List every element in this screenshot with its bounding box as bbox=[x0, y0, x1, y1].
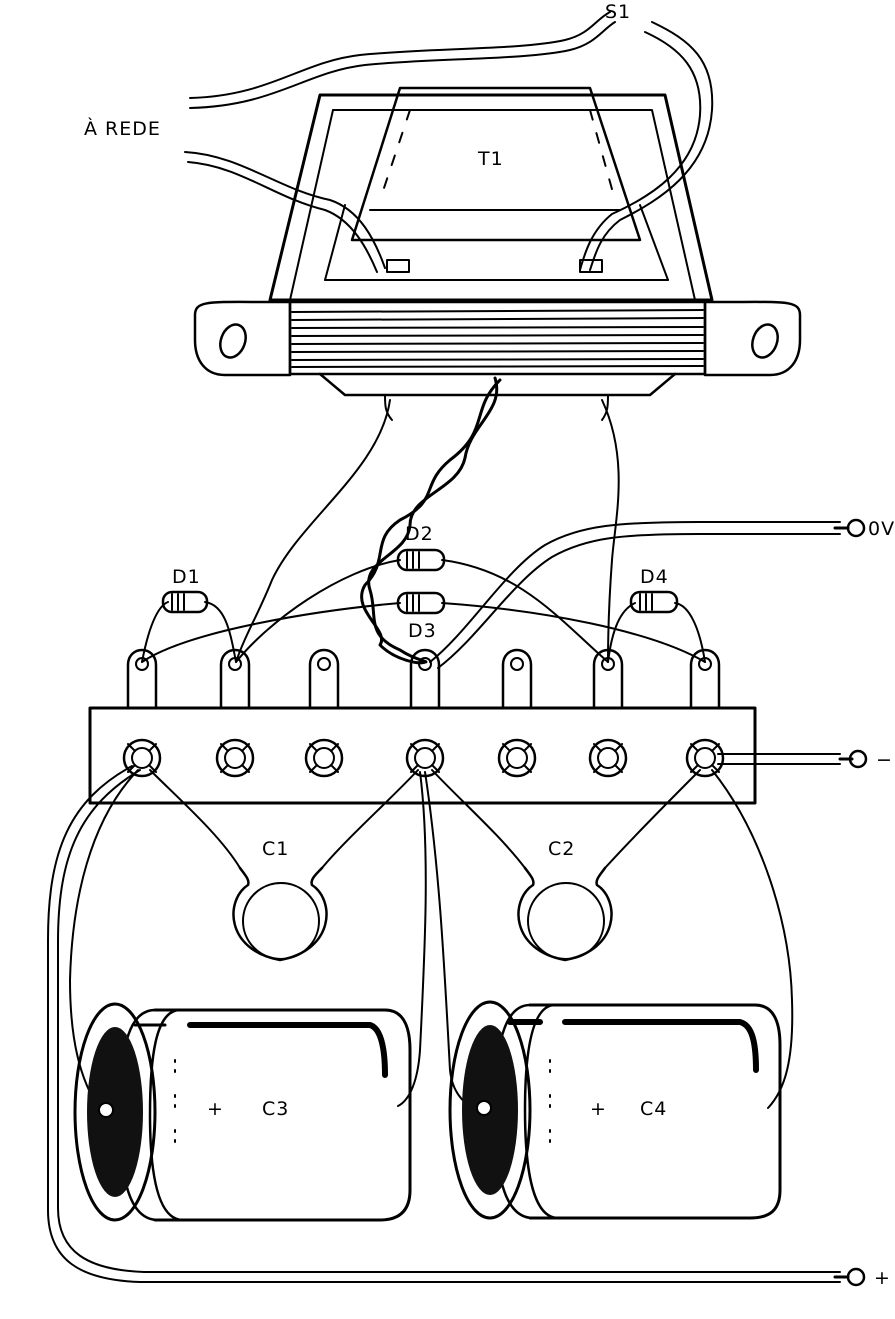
label-c1: C1 bbox=[262, 838, 289, 860]
label-positive: + bbox=[874, 1267, 891, 1289]
lug-7 bbox=[689, 648, 721, 710]
lamination-stack bbox=[291, 309, 704, 368]
diode-d3: D3 bbox=[396, 591, 446, 642]
label-c2: C2 bbox=[548, 838, 575, 860]
c3-polarity-mark: + bbox=[207, 1098, 224, 1120]
transformer-t1: T1 bbox=[193, 86, 802, 421]
capacitor-c3: + C3 bbox=[73, 1002, 412, 1222]
label-c3: C3 bbox=[262, 1098, 289, 1120]
label-s1: S1 bbox=[605, 1, 631, 23]
terminal-strip bbox=[88, 706, 757, 805]
label-negative: − bbox=[876, 749, 893, 771]
c4-polarity-mark: + bbox=[590, 1098, 607, 1120]
label-mains: À REDE bbox=[84, 117, 161, 140]
label-t1: T1 bbox=[477, 148, 504, 170]
label-d3: D3 bbox=[408, 620, 437, 642]
lug-4 bbox=[409, 648, 441, 710]
strip-eyelets bbox=[122, 738, 725, 778]
diode-leads bbox=[141, 559, 706, 663]
capacitor-c2: C2 bbox=[517, 838, 613, 962]
output-terminal-positive: + bbox=[833, 1267, 891, 1289]
label-d2: D2 bbox=[405, 523, 434, 545]
label-d4: D4 bbox=[640, 566, 669, 588]
secondary-leads bbox=[235, 376, 841, 669]
mains-cable bbox=[184, 11, 714, 273]
label-c4: C4 bbox=[640, 1098, 667, 1120]
lug-5 bbox=[501, 648, 533, 710]
negative-output-wire bbox=[717, 753, 854, 765]
lug-6 bbox=[592, 648, 624, 710]
capacitor-c1: C1 bbox=[232, 838, 328, 962]
diode-d1: D1 bbox=[161, 566, 209, 614]
lug-2 bbox=[219, 648, 251, 710]
label-d1: D1 bbox=[172, 566, 201, 588]
capacitor-c4: + C4 bbox=[448, 1000, 782, 1220]
lug-1 bbox=[126, 648, 158, 710]
lug-3 bbox=[308, 648, 340, 710]
diode-d2: D2 bbox=[396, 523, 446, 572]
label-0v: 0V bbox=[868, 518, 895, 540]
output-terminal-0v: 0V bbox=[833, 518, 895, 540]
output-terminal-negative: − bbox=[848, 749, 893, 771]
diode-d4: D4 bbox=[629, 566, 679, 614]
terminal-lugs bbox=[126, 648, 721, 710]
